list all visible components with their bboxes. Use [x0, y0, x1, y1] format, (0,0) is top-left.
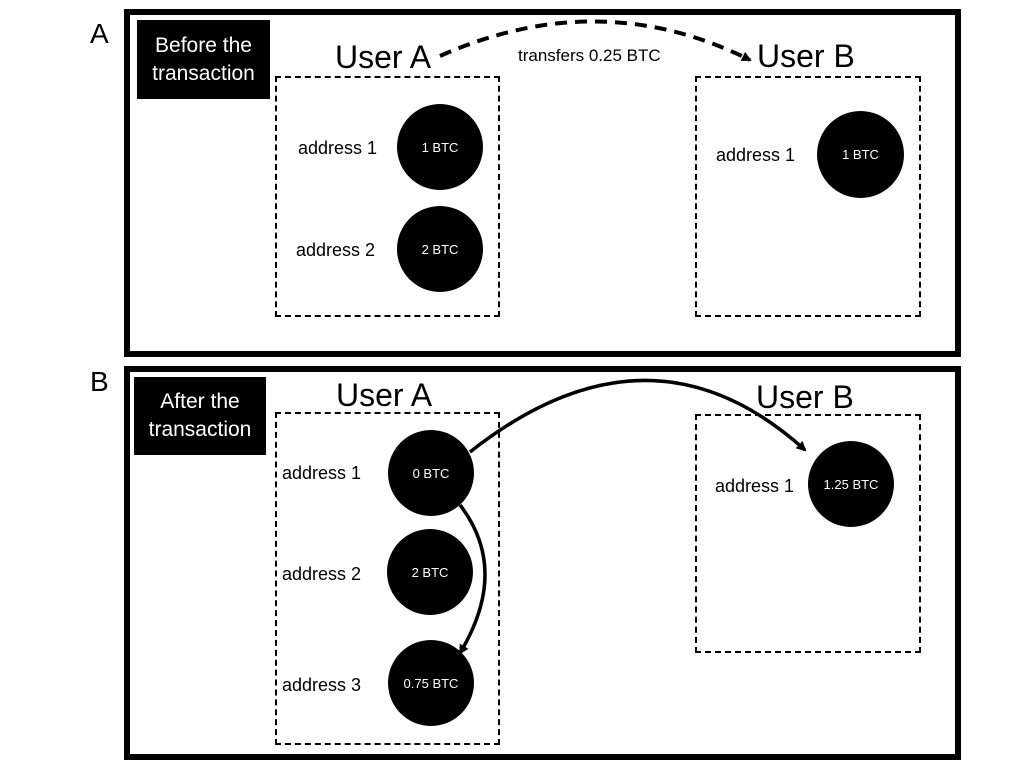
- phase-label-before: Before the transaction: [137, 20, 270, 99]
- user-a-name-after: User A: [336, 377, 433, 413]
- user-b-name-before: User B: [757, 38, 855, 74]
- panel-b-letter: B: [90, 366, 109, 397]
- transfer-label: transfers 0.25 BTC: [518, 46, 661, 65]
- user-a-wallet-after: [275, 412, 500, 745]
- phase-label-after: After the transaction: [134, 377, 266, 455]
- user-b-wallet-after: [695, 414, 921, 653]
- user-a-address-1-coin-before: 1 BTC: [397, 104, 483, 190]
- user-a-address-1-label-before: address 1: [298, 138, 378, 158]
- panel-a-letter: A: [90, 18, 109, 49]
- user-a-address-2-coin-after: 2 BTC: [387, 529, 473, 615]
- user-a-address-3-label-after: address 3: [282, 675, 362, 695]
- user-b-address-1-coin-after: 1.25 BTC: [808, 441, 894, 527]
- user-a-address-1-label-after: address 1: [282, 463, 362, 483]
- user-b-name-after: User B: [756, 379, 854, 415]
- user-a-name-before: User A: [335, 39, 432, 75]
- user-b-address-1-coin-before: 1 BTC: [817, 111, 904, 198]
- user-a-address-3-coin-after: 0.75 BTC: [388, 640, 474, 726]
- user-b-wallet-before: [695, 76, 921, 317]
- user-a-address-1-coin-after: 0 BTC: [388, 430, 474, 516]
- user-a-wallet-before: [275, 76, 500, 317]
- user-b-address-1-label-before: address 1: [716, 145, 796, 165]
- user-a-address-2-label-before: address 2: [296, 240, 376, 260]
- user-a-address-2-label-after: address 2: [282, 564, 362, 584]
- user-b-address-1-label-after: address 1: [715, 476, 795, 496]
- user-a-address-2-coin-before: 2 BTC: [397, 206, 483, 292]
